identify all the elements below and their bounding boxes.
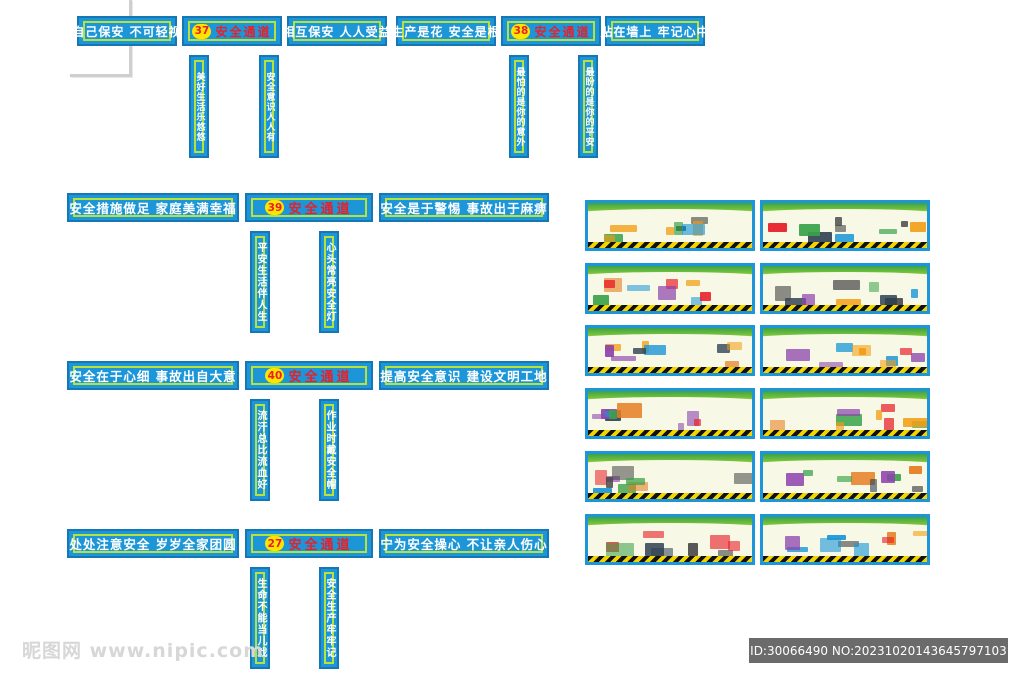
vertical-text: 安全生产牢牢记 xyxy=(324,577,335,659)
vertical-banner-section3-1: 生命不能当儿戏 xyxy=(250,567,270,669)
safety-board-thumbnail-8 xyxy=(760,388,930,439)
passage-text: 安全通道 xyxy=(215,24,272,39)
safety-board-thumbnail-5 xyxy=(585,325,755,376)
banner-section3-right: 宁为安全操心 不让亲人伤心 xyxy=(379,529,549,558)
watermark-id-bar: ID:30066490 NO:20231020143645797103 xyxy=(749,638,1008,663)
vertical-text: 最怕的是你的意外 xyxy=(514,66,525,147)
safety-board-thumbnail-12 xyxy=(760,514,930,565)
banner-top-1: 自己保安 不可轻视 xyxy=(72,16,181,46)
banner-text: 贴在墙上 牢记心中 xyxy=(600,24,710,39)
passage-text: 安全通道 xyxy=(288,370,353,385)
safety-board-thumbnail-4 xyxy=(760,263,930,314)
banner-text: 相互保安 人人受益 xyxy=(282,24,392,39)
passage-text: 安全通道 xyxy=(288,538,353,553)
vertical-banner-section1-1: 平安生活伴人生 xyxy=(250,231,270,333)
vertical-text: 作业时戴安全帽 xyxy=(324,409,335,491)
safety-board-thumbnail-11 xyxy=(585,514,755,565)
passage-text: 安全通道 xyxy=(534,24,591,39)
vertical-banner-section2-1: 流汗总比流血好 xyxy=(250,399,270,501)
banner-text: 安全在于心细 事故出自大意 xyxy=(69,369,237,384)
banner-section2-left: 安全在于心细 事故出自大意 xyxy=(67,361,239,390)
safety-board-thumbnail-6 xyxy=(760,325,930,376)
banner-text: 生产是花 安全是根 xyxy=(391,24,501,39)
safety-board-thumbnail-3 xyxy=(585,263,755,314)
safety-board-thumbnail-7 xyxy=(585,388,755,439)
vertical-banner-top-3: 最怕的是你的意外 xyxy=(509,55,529,158)
banner-text: 安全是于警惕 事故出于麻痹 xyxy=(380,201,548,216)
banner-section1-right: 安全是于警惕 事故出于麻痹 xyxy=(379,193,549,222)
passage-number-badge: 40 xyxy=(265,368,285,383)
passage-text: 安全通道 xyxy=(288,202,353,217)
passage-number-badge: 37 xyxy=(192,23,212,39)
banner-section3-left: 处处注意安全 岁岁全家团圆 xyxy=(67,529,239,558)
vertical-banner-section1-2: 心头常亮安全灯 xyxy=(319,231,339,333)
vertical-text: 流汗总比流血好 xyxy=(255,409,266,491)
passage-number-badge: 27 xyxy=(265,536,285,551)
vertical-banner-top-4: 最盼的是你的平安 xyxy=(578,55,598,158)
safety-board-thumbnail-1 xyxy=(585,200,755,251)
vertical-text: 平安生活伴人生 xyxy=(255,241,266,323)
vertical-text: 最盼的是你的平安 xyxy=(583,66,594,147)
banner-text: 安全措施做足 家庭美满幸福 xyxy=(69,201,237,216)
vertical-banner-section2-2: 作业时戴安全帽 xyxy=(319,399,339,501)
safety-board-thumbnail-2 xyxy=(760,200,930,251)
vertical-banner-section3-2: 安全生产牢牢记 xyxy=(319,567,339,669)
vertical-banner-top-2: 安全意识人人有 xyxy=(259,55,279,158)
banner-top-3: 相互保安 人人受益 xyxy=(282,16,391,46)
safety-board-thumbnail-9 xyxy=(585,451,755,502)
vertical-text: 安全意识人人有 xyxy=(264,71,275,142)
vertical-text: 心头常亮安全灯 xyxy=(324,241,335,323)
vertical-text: 生命不能当儿戏 xyxy=(255,577,266,659)
passage-number-badge: 39 xyxy=(265,200,285,215)
banner-top-4: 生产是花 安全是根 xyxy=(391,16,500,46)
banner-text: 提高安全意识 建设文明工地 xyxy=(380,369,548,384)
banner-text: 处处注意安全 岁岁全家团圆 xyxy=(69,537,237,552)
banner-text: 宁为安全操心 不让亲人伤心 xyxy=(380,537,548,552)
watermark-left: 昵图网 www.nipic.com xyxy=(22,640,265,662)
banner-section2-right: 提高安全意识 建设文明工地 xyxy=(379,361,549,390)
safety-board-thumbnail-10 xyxy=(760,451,930,502)
vertical-text: 美好生活乐悠悠 xyxy=(194,71,205,142)
banner-top-6: 贴在墙上 牢记心中 xyxy=(600,16,709,46)
banner-text: 自己保安 不可轻视 xyxy=(72,24,182,39)
passage-number-badge: 38 xyxy=(511,23,531,39)
vertical-banner-top-1: 美好生活乐悠悠 xyxy=(189,55,209,158)
banner-section1-left: 安全措施做足 家庭美满幸福 xyxy=(67,193,239,222)
